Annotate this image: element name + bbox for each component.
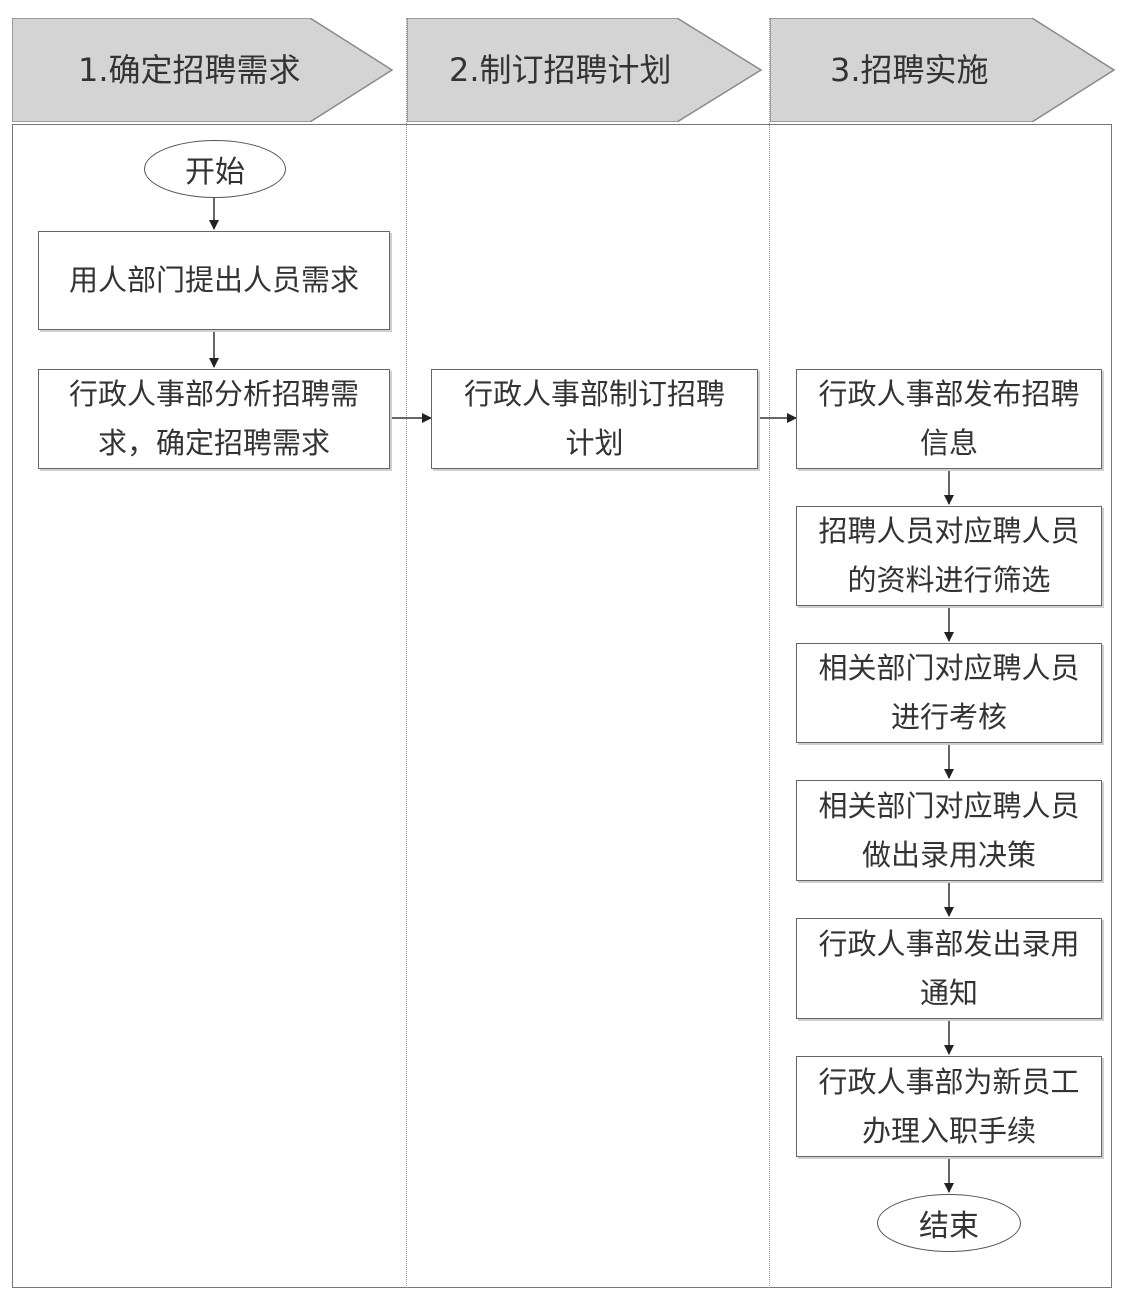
end-node: 结束 <box>877 1194 1021 1252</box>
phase-arrow-shape <box>407 18 763 122</box>
step-publish-info: 行政人事部发布招聘信息 <box>796 369 1102 469</box>
step-send-offer: 行政人事部发出录用通知 <box>796 918 1102 1019</box>
phase-arrow-shape <box>12 18 394 122</box>
phase-header-1: 1.确定招聘需求 <box>12 18 394 122</box>
phase-label: 3.招聘实施 <box>830 51 989 89</box>
step-screen-resumes: 招聘人员对应聘人员的资料进行筛选 <box>796 506 1102 606</box>
step-analyze-demand: 行政人事部分析招聘需求，确定招聘需求 <box>38 369 390 469</box>
phase-header-2: 2.制订招聘计划 <box>407 18 763 122</box>
step-raise-demand: 用人部门提出人员需求 <box>38 231 390 330</box>
step-onboarding: 行政人事部为新员工办理入职手续 <box>796 1056 1102 1157</box>
swimlane-frame <box>12 124 1112 1288</box>
lane-divider <box>769 18 770 1288</box>
start-node: 开始 <box>144 140 286 198</box>
lane-divider <box>406 18 407 1288</box>
phase-label: 2.制订招聘计划 <box>449 51 672 89</box>
phase-header-3: 3.招聘实施 <box>770 18 1116 122</box>
phase-label: 1.确定招聘需求 <box>78 51 301 89</box>
step-hiring-decision: 相关部门对应聘人员做出录用决策 <box>796 780 1102 881</box>
step-make-plan: 行政人事部制订招聘计划 <box>431 369 758 469</box>
phase-arrow-shape <box>770 18 1116 122</box>
step-assess-candidates: 相关部门对应聘人员进行考核 <box>796 643 1102 743</box>
